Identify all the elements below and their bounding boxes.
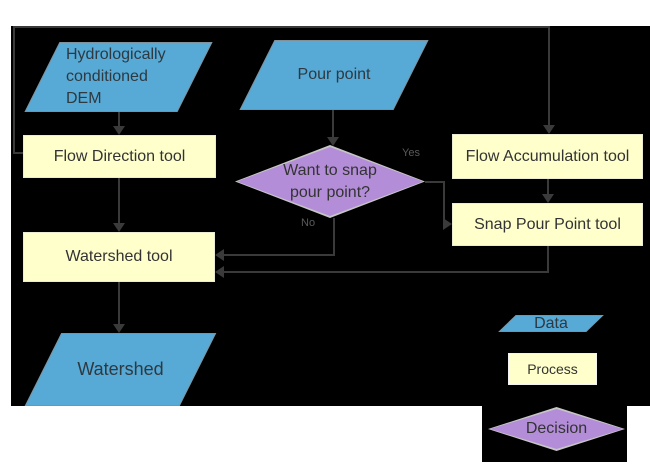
arrowhead-icon [113, 324, 125, 333]
edge-flowdirection-to-flowaccumulation [548, 26, 550, 126]
arrowhead-icon [113, 126, 125, 135]
legend-decision-shape: Decision [488, 407, 625, 451]
edge-decision-yes [425, 181, 445, 183]
node-snap-pour-point-tool: Snap Pour Point tool [452, 203, 643, 246]
node-watershed: Watershed [24, 333, 217, 406]
edge-snap-to-watershedtool [547, 246, 549, 273]
node-flow-accumulation-tool: Flow Accumulation tool [452, 134, 643, 179]
node-label: Snap Pour Point tool [474, 215, 621, 233]
arrowhead-icon [215, 266, 224, 278]
arrowhead-icon [113, 223, 125, 232]
arrowhead-icon [543, 125, 555, 134]
edge-decision-no [333, 218, 335, 256]
edge-flowdirection-to-watershedtool [118, 178, 120, 224]
edge-flowdirection-to-flowaccumulation [13, 26, 550, 28]
legend-data-label: Data [534, 314, 568, 332]
node-pour-point: Pour point [239, 40, 429, 110]
arrowhead-icon [443, 218, 452, 230]
edge-flowdirection-to-flowaccumulation [13, 26, 15, 154]
arrowhead-icon [542, 194, 554, 203]
edge-pourpoint-to-decision [332, 110, 334, 138]
edge-decision-no [223, 254, 335, 256]
node-label: Want to snap pour point? [283, 161, 377, 201]
node-label: Watershed tool [65, 248, 173, 265]
node-label: Flow Direction tool [53, 147, 186, 165]
arrowhead-icon [215, 249, 224, 261]
node-label: Hydrologically conditioned DEM [66, 46, 166, 107]
edge-label-yes: Yes [402, 147, 420, 159]
edge-label-no: No [301, 217, 316, 229]
edge-flowaccumulation-to-snap [547, 179, 549, 195]
edge-decision-yes [443, 181, 445, 225]
node-watershed-tool: Watershed tool [23, 232, 215, 282]
node-label: Watershed [77, 359, 164, 379]
node-hydrologically-conditioned-dem: Hydrologically conditioned DEM [24, 42, 213, 112]
edge-watershedtool-to-watershed [118, 282, 120, 325]
edge-dem-to-flowdirection [118, 112, 120, 128]
legend-process-shape: Process [508, 353, 597, 385]
arrowhead-icon [327, 137, 339, 146]
legend-process-label: Process [527, 361, 578, 377]
legend-decision-label: Decision [525, 420, 588, 437]
node-label: Pour point [297, 66, 371, 83]
node-decision-want-to-snap: Want to snap pour point? [235, 145, 425, 218]
edge-flowdirection-to-flowaccumulation [13, 152, 24, 154]
node-label: Flow Accumulation tool [465, 147, 630, 165]
legend-data-shape: Data [498, 315, 604, 332]
node-flow-direction-tool: Flow Direction tool [23, 135, 216, 178]
edge-snap-to-watershedtool [223, 271, 549, 273]
